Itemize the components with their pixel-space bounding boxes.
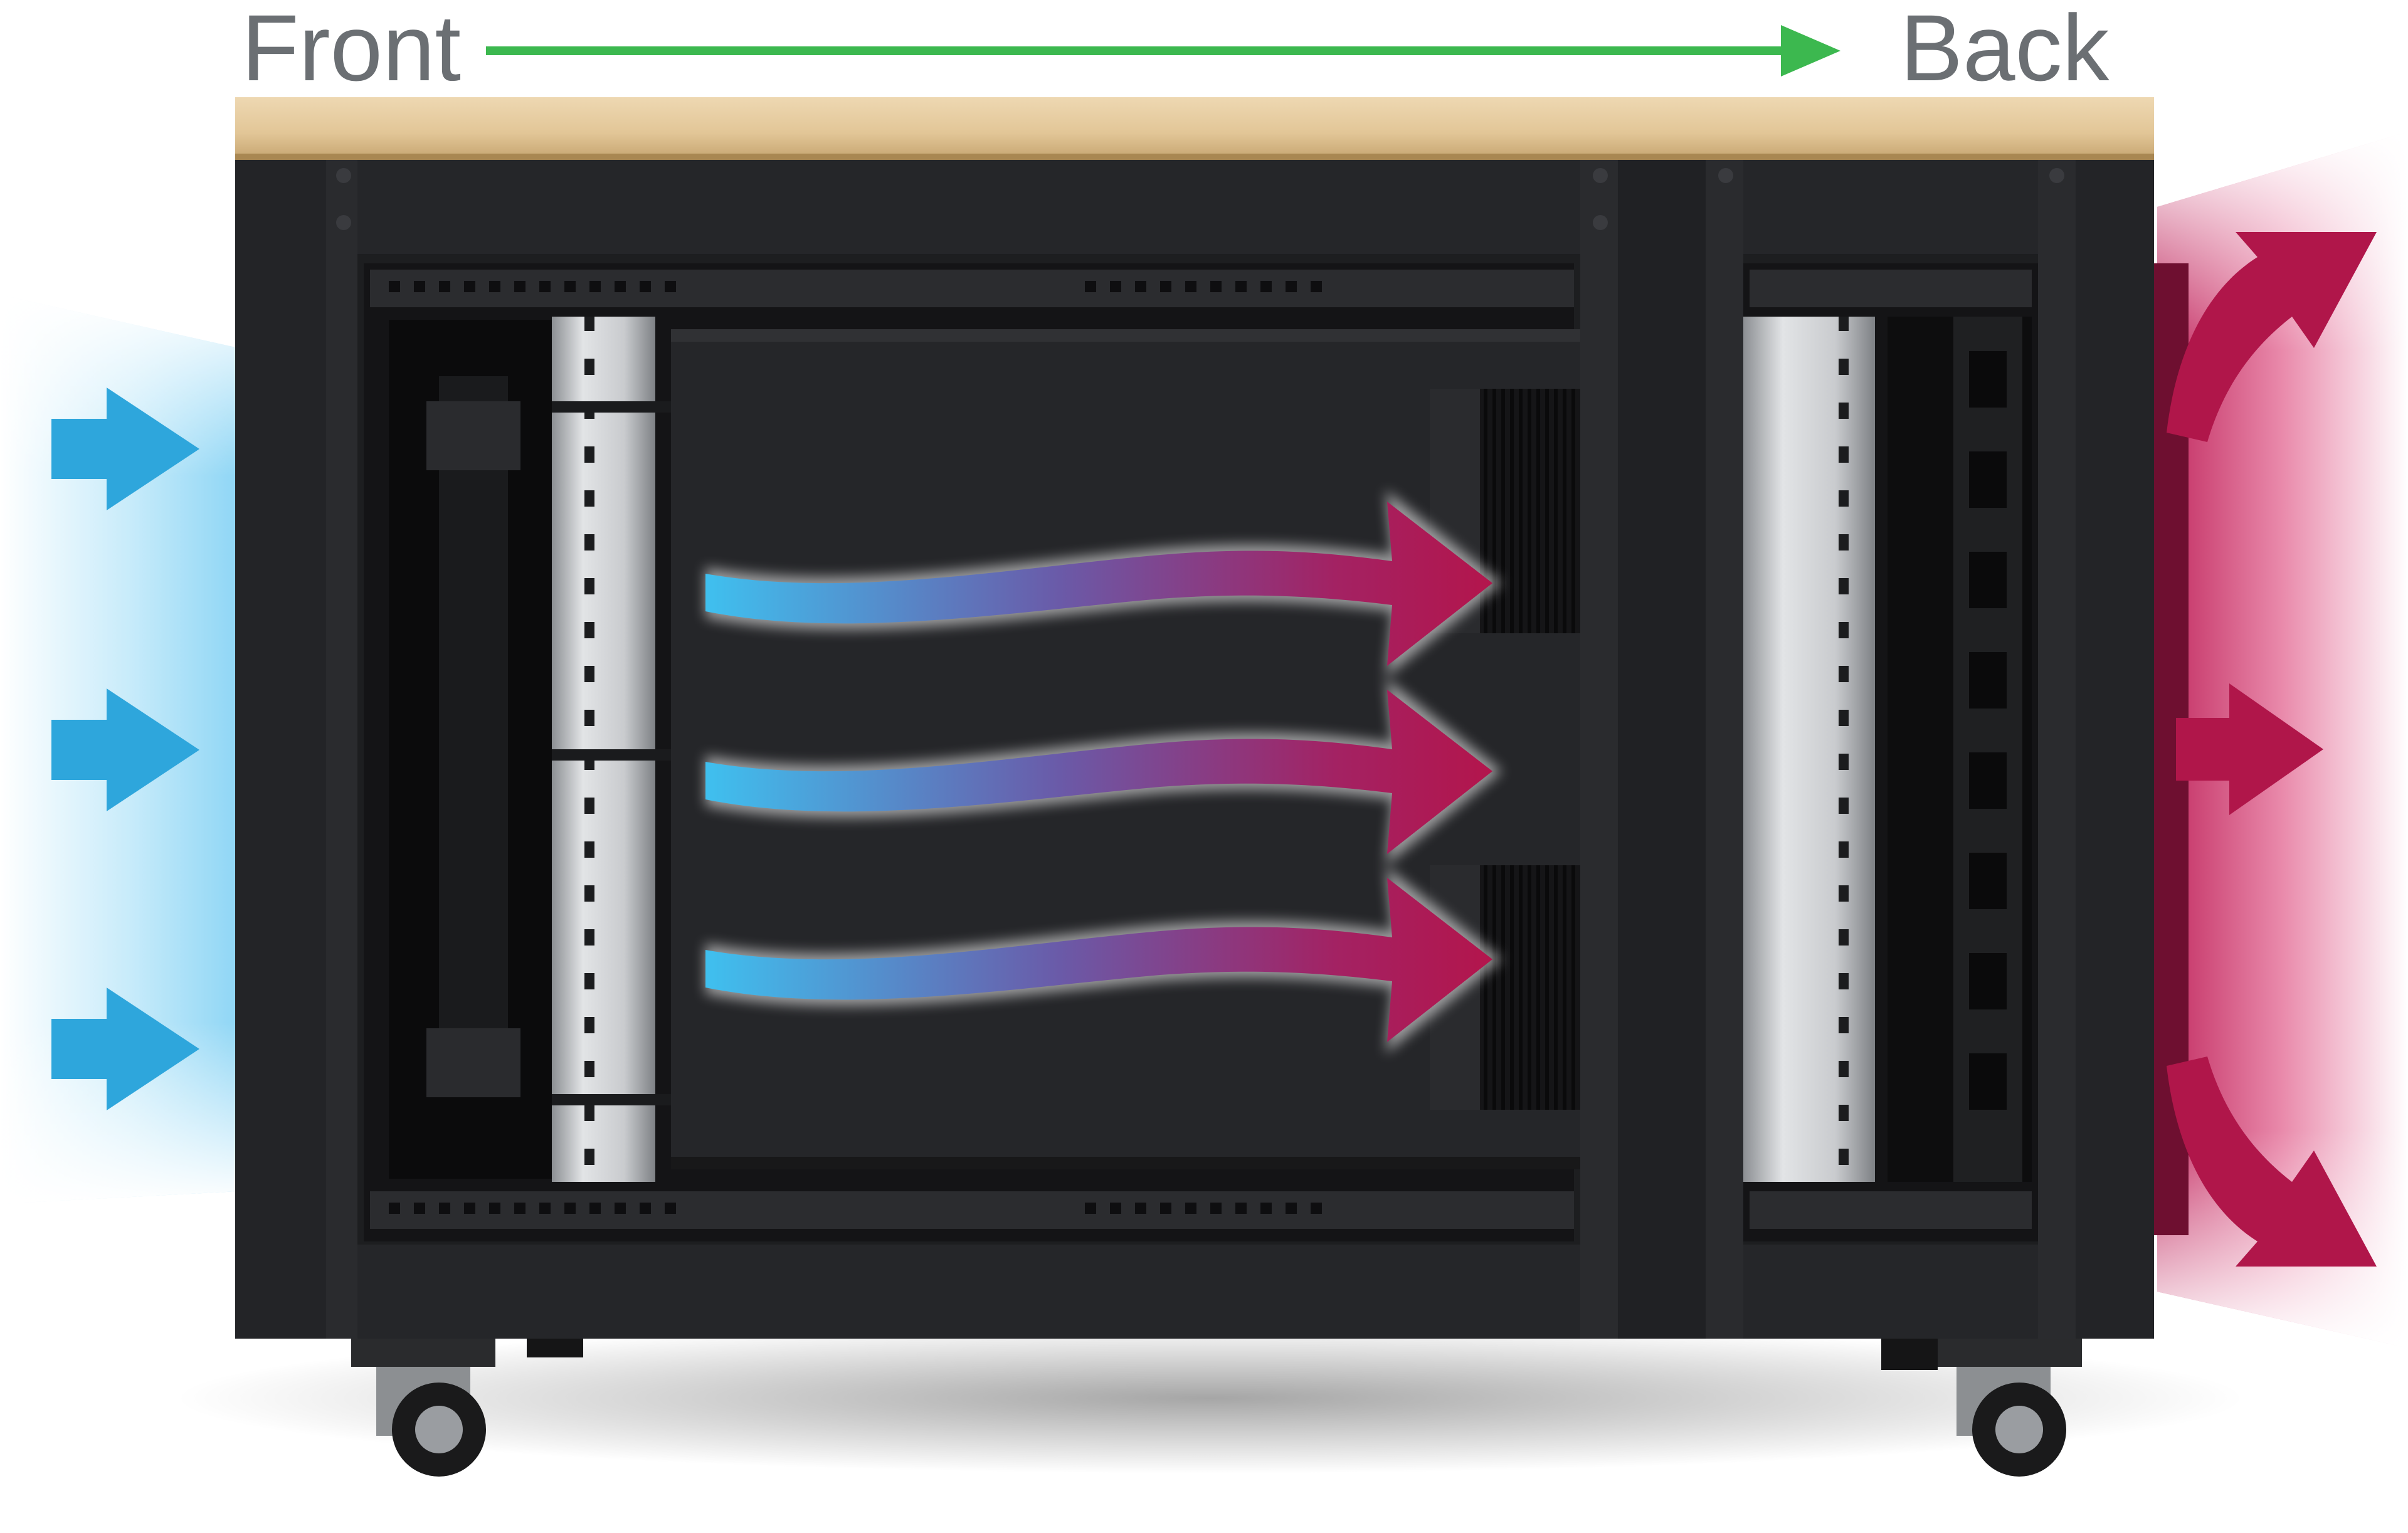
exhaust-arrow-middle [2176, 683, 2323, 815]
intake-arrow-middle [51, 688, 199, 811]
exhaust-arrow-down [2167, 1056, 2377, 1267]
exhaust-arrow-up [2167, 232, 2377, 442]
intake-arrow-top [51, 387, 199, 510]
front-label: Front [241, 0, 461, 100]
airflow-arrow-top [705, 502, 1492, 666]
back-label: Back [1900, 0, 2110, 100]
airflow-arrow-bottom [705, 878, 1492, 1042]
airflow-arrow-middle [705, 690, 1492, 854]
long-right-arrow-icon [486, 25, 1840, 76]
right-caster [1938, 1339, 2082, 1477]
front-back-header: Front Back [241, 0, 2110, 100]
left-caster [351, 1339, 495, 1477]
intake-arrow-bottom [51, 988, 199, 1110]
gradient-curved-arrow-icon [705, 490, 1502, 1053]
wood-worktop [235, 97, 2154, 157]
red-arrow-icon [2167, 232, 2377, 1267]
blue-right-arrow-icon [51, 387, 199, 1110]
